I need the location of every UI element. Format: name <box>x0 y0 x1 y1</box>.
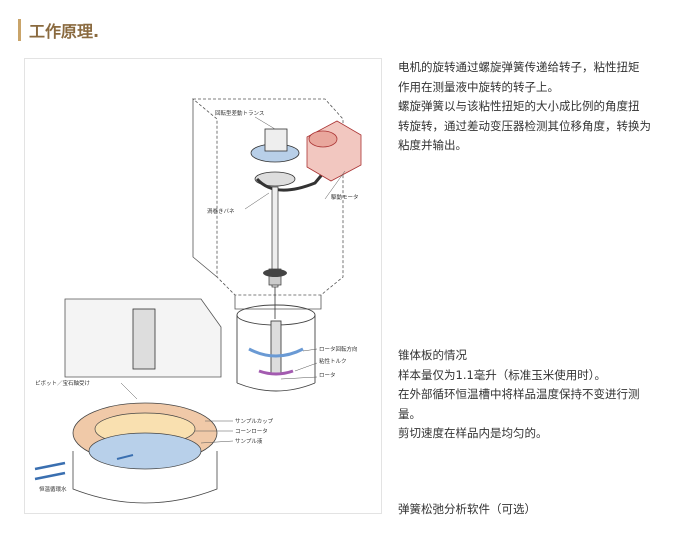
label-torque: 粘性トルク <box>319 357 347 365</box>
text-line: 锥体板的情况 <box>398 348 467 362</box>
section-title: 工作原理. <box>29 22 100 41</box>
cone-plate-assembly <box>34 298 222 504</box>
text-line: 电机的旋转通过螺旋弹簧传递给转子，粘性扭矩 <box>398 60 640 74</box>
text-line: 在外部循环恒温槽中将样品温度保持不变进行测 <box>398 387 640 401</box>
viscometer-diagram: 回転型差動トランス 渦巻きバネ 駆動モータ ロータ回転方向 粘性トルク ロータ … <box>24 58 382 514</box>
label-pivot: ピボット／宝石軸受け <box>35 379 91 387</box>
label-water: 恒温循環水 <box>39 485 67 493</box>
description-paragraph-2: 锥体板的情况 样本量仅为1.1毫升（标准玉米使用时）。 在外部循环恒温槽中将样品… <box>398 346 666 444</box>
description-paragraph-1: 电机的旋转通过螺旋弹簧传递给转子，粘性扭矩 作用在测量液中旋转的转子上。 螺旋弹… <box>398 58 666 156</box>
text-line: 粘度并输出。 <box>398 138 467 152</box>
label-rotor: ロータ <box>319 371 336 379</box>
label-cup: サンプルカップ <box>235 418 274 425</box>
label-cone: コーンロータ <box>235 427 268 435</box>
text-line: 弹簧松弛分析软件（可选） <box>398 502 536 516</box>
text-line: 样本量仅为1.1毫升（标准玉米使用时）。 <box>398 367 607 382</box>
text-line: 转旋转，通过差动变压器检测其位移角度，转换为 <box>398 118 651 133</box>
gear-assembly <box>250 128 327 192</box>
section-header: 工作原理. <box>18 18 99 42</box>
text-line: 作用在测量液中旋转的转子上。 <box>398 79 559 94</box>
measuring-beaker <box>236 304 316 392</box>
drive-motor <box>306 120 362 182</box>
text-line: 剪切速度在样品内是均匀的。 <box>398 426 548 440</box>
label-rotor-dir: ロータ回転方向 <box>319 345 358 353</box>
accent-bar <box>18 19 21 41</box>
text-line: 量。 <box>398 406 421 421</box>
text-line: 螺旋弹簧以与该粘性扭矩的大小成比例的角度扭 <box>398 99 640 113</box>
label-motor: 駆動モータ <box>331 193 359 201</box>
label-gear: 回転型差動トランス <box>215 109 264 117</box>
label-liquid: サンプル液 <box>235 437 263 445</box>
software-note: 弹簧松弛分析软件（可选） <box>398 500 666 520</box>
label-spring: 渦巻きバネ <box>207 207 235 215</box>
upper-housing <box>191 98 344 310</box>
viscometer-illustration: 回転型差動トランス 渦巻きバネ 駆動モータ ロータ回転方向 粘性トルク ロータ … <box>34 98 362 504</box>
